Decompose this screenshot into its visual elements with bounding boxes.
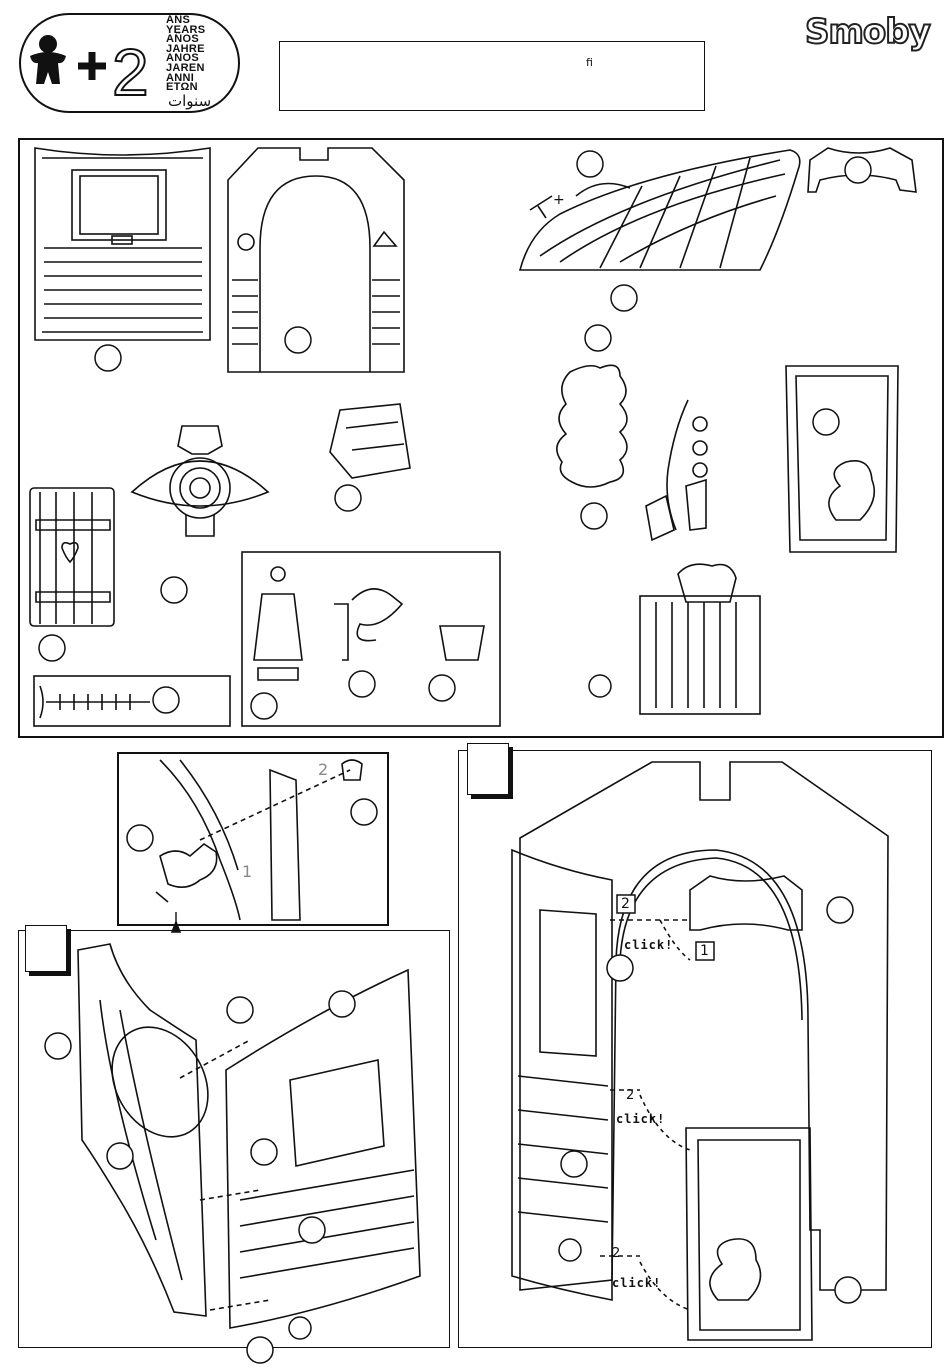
step-label-1: 1 — [700, 943, 709, 959]
step-b-marker — [467, 743, 509, 795]
small-step-number: 2 — [612, 1246, 620, 1261]
svg-text:2: 2 — [112, 35, 149, 109]
step-a-marker — [25, 925, 67, 972]
age-word-arabic: سنوات — [168, 92, 211, 110]
click-label: click! — [612, 1276, 661, 1290]
notice-box: ﬁ — [279, 41, 705, 111]
detail-step-1: 1 — [242, 862, 252, 881]
brand-logo: Smoby — [805, 12, 930, 52]
detail-inset — [117, 752, 389, 926]
age-word-list: ANS YEARS AÑOS JAHRE ANOS JAREN ANNI ΕΤΩ… — [166, 16, 205, 93]
pen-plus-sign: + — [553, 192, 565, 208]
click-label: click! — [624, 938, 673, 952]
step-b-frame — [458, 750, 932, 1348]
detail-step-2: 2 — [318, 760, 328, 779]
step-a-frame — [18, 930, 450, 1348]
parts-panel — [18, 138, 944, 738]
small-step-number: 2 — [626, 1088, 634, 1103]
click-label: click! — [616, 1112, 665, 1126]
notice-text: ﬁ — [586, 56, 593, 69]
step-label-2: 2 — [621, 896, 630, 912]
